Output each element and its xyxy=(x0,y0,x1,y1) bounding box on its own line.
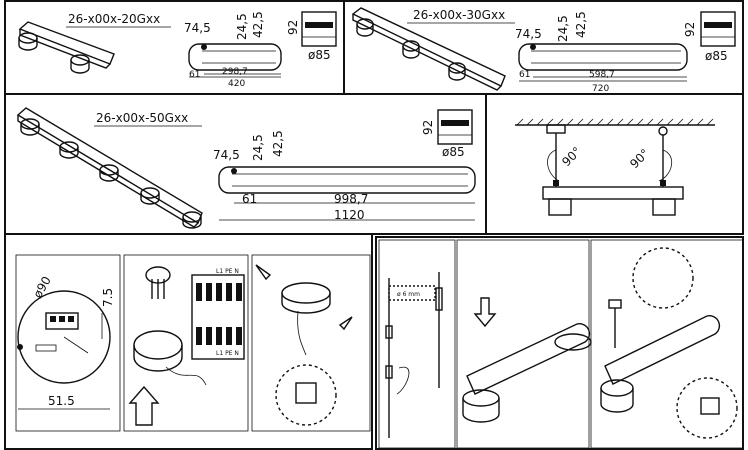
terminal-label-bottom: L1 PE N xyxy=(216,350,239,357)
fixture-20-drawing: 26-x00x-20Gxx 74,5 24,5 42,5 61 298,7 42… xyxy=(18,11,337,89)
fixture-50-dim-42-5: 42,5 xyxy=(271,130,285,157)
fixture-30-sideview xyxy=(700,11,736,47)
canopy-drawing: ø90 7.5 51.5 L1 PE N L1 PE N xyxy=(15,254,371,432)
fixture-30-code: 26-x00x-30Gxx xyxy=(413,8,505,22)
fixture-50-code: 26-x00x-50Gxx xyxy=(96,111,188,125)
step-mount-fixture xyxy=(456,239,592,448)
panel-canopy: ø90 7.5 51.5 L1 PE N L1 PE N xyxy=(4,233,373,450)
fixture-50-topview xyxy=(218,166,476,221)
fixture-30-dim-total: 720 xyxy=(592,84,609,94)
panel-suspension: 90° 90° xyxy=(485,93,744,235)
cable-diameter: ø 6 mm xyxy=(397,291,420,298)
fixture-20-dim-74-5: 74,5 xyxy=(184,21,211,35)
panel-install-steps: ø 6 mm xyxy=(375,236,744,450)
fixture-50-dim-inner: 998,7 xyxy=(334,192,368,206)
fixture-20-code: 26-x00x-20Gxx xyxy=(68,12,160,26)
fixture-50-dim-dia: ø85 xyxy=(442,145,465,159)
canopy-width: 51.5 xyxy=(48,394,75,408)
fixture-50-perspective xyxy=(16,107,203,229)
install-steps-drawing: ø 6 mm xyxy=(378,239,742,448)
fixture-30-dim-61: 61 xyxy=(519,70,530,80)
fixture-30-topview xyxy=(518,43,688,82)
fixture-30-dim-24-5: 24,5 xyxy=(556,15,570,42)
fixture-30-dim-inner: 598,7 xyxy=(589,70,615,80)
ceiling-mount-assembly xyxy=(123,254,249,432)
fixture-30-perspective xyxy=(351,7,506,91)
canopy-dia: ø90 xyxy=(30,274,53,301)
canopy-height: 7.5 xyxy=(101,288,115,307)
fixture-20-dim-61: 61 xyxy=(189,70,200,80)
angle-right: 90° xyxy=(627,146,652,171)
suspension-drawing: 90° 90° xyxy=(515,118,715,216)
fixture-20-sideview xyxy=(301,11,337,47)
panel-fixture-30: 26-x00x-30Gxx 74,5 24,5 42,5 61 598,7 72… xyxy=(343,0,744,95)
cable-kit xyxy=(378,239,456,448)
fixture-20-dim-42-5: 42,5 xyxy=(251,11,265,38)
fixture-20-topview xyxy=(188,43,282,78)
fixture-50-dim-74-5: 74,5 xyxy=(213,148,240,162)
fixture-20-dim-24-5: 24,5 xyxy=(235,13,249,40)
fixture-20-perspective xyxy=(18,21,115,74)
fixture-30-dim-74-5: 74,5 xyxy=(515,27,542,41)
terminal-label-top: L1 PE N xyxy=(216,268,239,275)
fixture-30-dim-42-5: 42,5 xyxy=(574,11,588,38)
angle-left: 90° xyxy=(559,144,584,169)
fixture-30-drawing: 26-x00x-30Gxx 74,5 24,5 42,5 61 598,7 72… xyxy=(351,7,736,94)
fixture-50-drawing: 26-x00x-50Gxx 74,5 24,5 42,5 61 998,7 11… xyxy=(16,107,476,229)
suspended-fixture xyxy=(542,186,684,216)
fixture-50-sideview xyxy=(437,109,473,145)
fixture-30-dim-dia: ø85 xyxy=(705,49,728,63)
fixture-20-dim-dia: ø85 xyxy=(308,48,331,62)
fixture-20-dim-inner: 298,7 xyxy=(222,67,248,77)
canopy-fitting xyxy=(251,254,371,432)
fixture-50-dim-total: 1120 xyxy=(334,208,365,222)
fixture-20-dim-92: 92 xyxy=(286,20,300,35)
fixture-20-dim-total: 420 xyxy=(228,79,245,89)
fixture-50-dim-92: 92 xyxy=(421,120,435,135)
cables xyxy=(547,133,672,187)
canopy-plate xyxy=(15,254,121,432)
fixture-30-dim-92: 92 xyxy=(683,22,697,37)
fixture-50-dim-24-5: 24,5 xyxy=(251,134,265,161)
panel-fixture-50: 26-x00x-50Gxx 74,5 24,5 42,5 61 998,7 11… xyxy=(4,93,487,235)
fixture-50-dim-61: 61 xyxy=(242,192,257,206)
panel-fixture-20: 26-x00x-20Gxx 74,5 24,5 42,5 61 298,7 42… xyxy=(4,0,345,95)
ceiling xyxy=(515,118,715,136)
step-connect-wiring xyxy=(590,239,742,448)
